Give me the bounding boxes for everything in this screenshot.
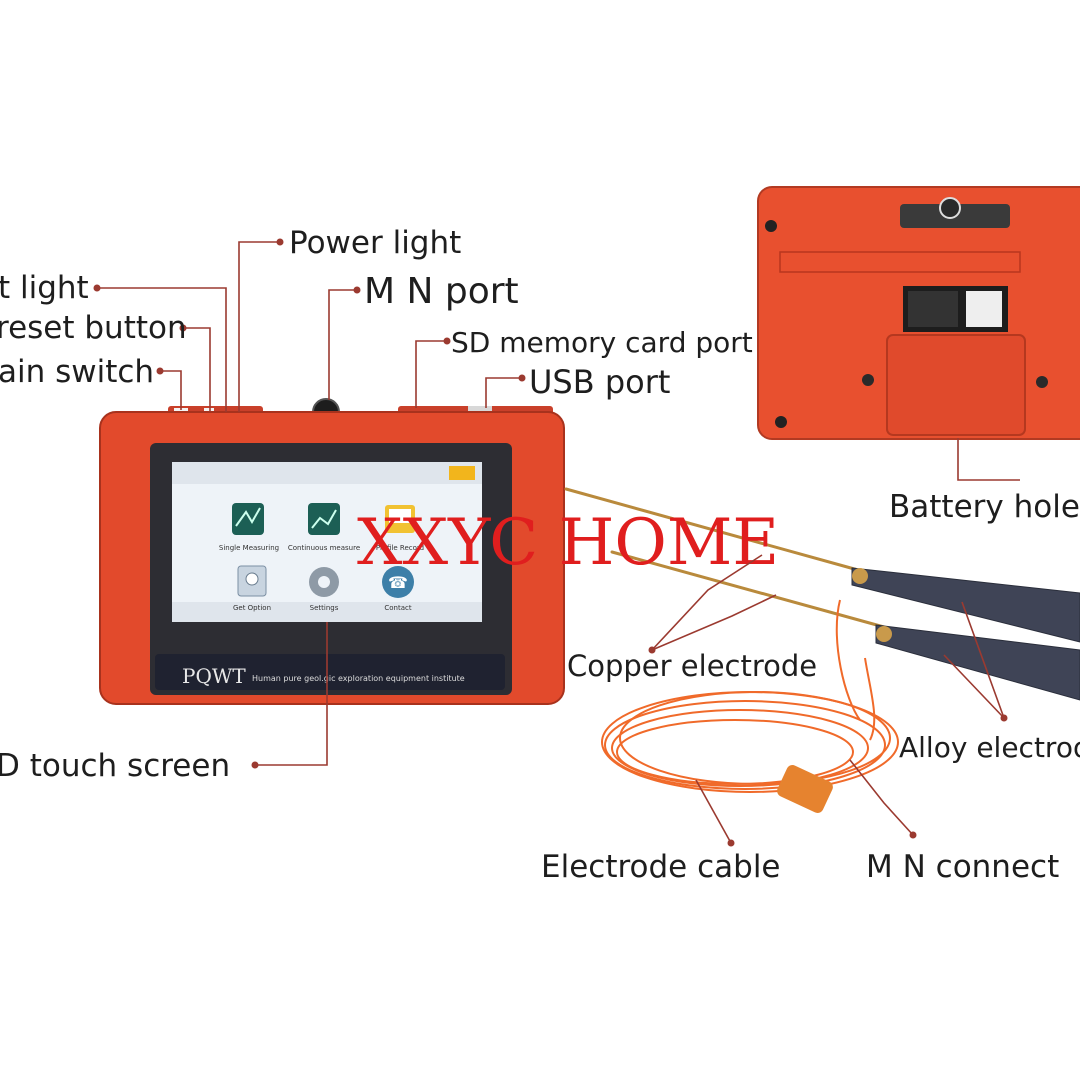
app-icon-single-measuring: Single Measuring [219, 503, 279, 552]
label-alloy-electrode: Alloy electrode [899, 731, 1080, 764]
app-icon-get-option: Get Option [233, 565, 271, 612]
label-reset-button: reset button [0, 310, 187, 346]
label-copper-electrode: Copper electrode [567, 649, 817, 683]
svg-text:Get Option: Get Option [233, 604, 271, 612]
svg-text:Profile Record: Profile Record [376, 544, 424, 552]
label-sd-card-port: SD memory card port [451, 326, 753, 359]
app-icon-settings: Settings [309, 567, 339, 612]
label-main-switch: ain switch [0, 354, 154, 390]
app-icon-contact: ☎ Contact [382, 566, 414, 612]
brand-logo: PQWT [182, 664, 246, 688]
leader-lines [93, 238, 1020, 847]
mn-connector-plug [777, 765, 833, 813]
svg-text:☎: ☎ [388, 573, 408, 592]
battery-indicator [449, 466, 475, 480]
label-mn-connector: M N connect [866, 849, 1059, 885]
label-battery-hole: Battery hole [889, 489, 1080, 525]
label-power-light: Power light [289, 225, 461, 261]
svg-text:Single Measuring: Single Measuring [219, 544, 279, 552]
device-back-view [757, 186, 1080, 440]
watermark: XXYC HOME [357, 506, 779, 580]
svg-text:Continuous measure: Continuous measure [288, 544, 360, 552]
app-icon-profile-record: Profile Record [376, 505, 424, 552]
label-t-light: t light [0, 270, 89, 306]
label-usb-port: USB port [529, 363, 670, 401]
electrodes [564, 487, 1080, 701]
device-front-view: Single Measuring Continuous measure Prof… [99, 398, 565, 705]
label-electrode-cable: Electrode cable [541, 849, 781, 885]
electrode-cable [601, 599, 899, 813]
battery-cover [886, 334, 1026, 436]
label-mn-port: M N port [364, 271, 519, 312]
brand-subtitle: Human pure geol.gic exploration equipmen… [252, 674, 465, 683]
label-touch-screen: D touch screen [0, 748, 230, 784]
svg-text:Settings: Settings [310, 604, 339, 612]
app-icon-continuous-measure: Continuous measure [288, 503, 360, 552]
svg-text:Contact: Contact [384, 604, 411, 612]
